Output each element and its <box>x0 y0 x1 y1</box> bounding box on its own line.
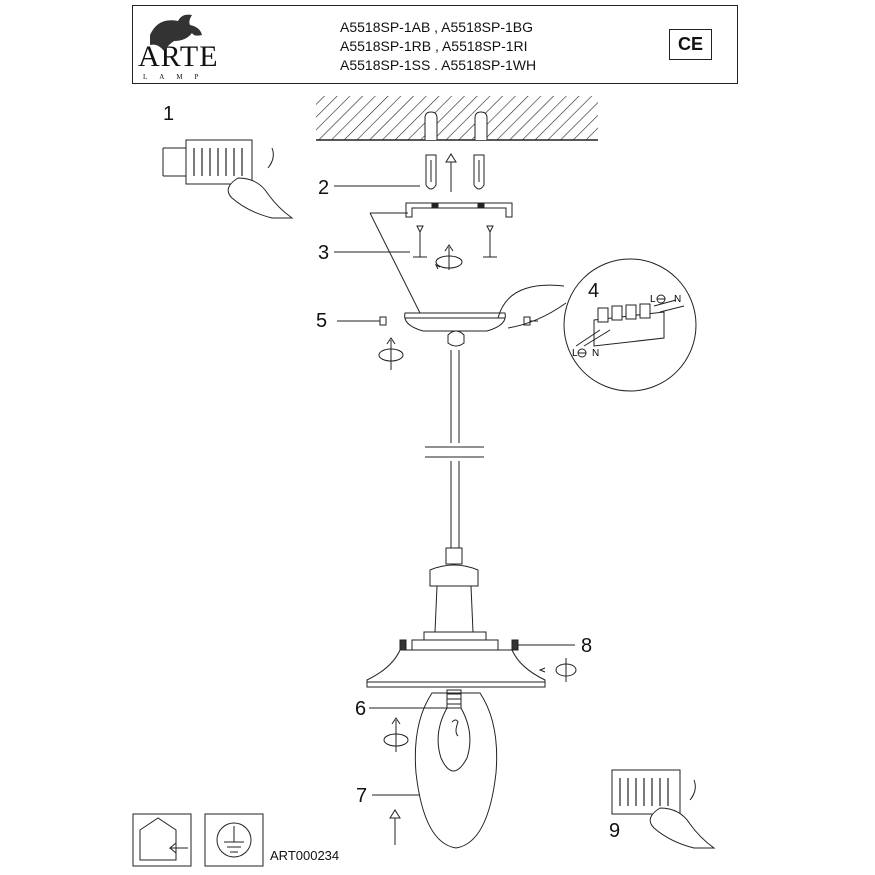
leader-lines <box>334 185 447 796</box>
header-frame <box>132 5 738 84</box>
model-list: A5518SP-1AB , A5518SP-1BG A5518SP-1RB , … <box>340 18 536 75</box>
step-number: 2 <box>318 177 330 199</box>
wall-plug-icon <box>425 154 485 190</box>
up-arrow-icon <box>445 153 457 192</box>
light-bulb-icon <box>437 689 471 772</box>
indoor-use-icon <box>132 813 192 867</box>
rotate-arrow-icon <box>383 717 409 752</box>
lamp-holder-icon <box>411 547 499 651</box>
step-number: 1 <box>163 103 175 125</box>
step-number: 9 <box>609 820 621 842</box>
terminal-label-l: L <box>572 348 578 359</box>
rotate-arrow-icon <box>434 244 463 270</box>
up-arrow-icon <box>389 809 401 845</box>
model-line: A5518SP-1AB , A5518SP-1BG <box>340 19 534 35</box>
step-number: 3 <box>318 242 330 264</box>
article-code: ART000234 <box>270 848 340 863</box>
brand-logo-subtext: LAMP <box>143 73 211 81</box>
ground-class-icon <box>204 813 264 867</box>
rotate-arrow-icon <box>538 658 577 682</box>
wiring-terminal-hand-icon <box>162 139 294 219</box>
suspension-cable <box>425 350 484 548</box>
model-line: A5518SP-1RB , A5518SP-1RI <box>340 38 528 54</box>
brand-logo-text: ARTE <box>138 40 219 73</box>
wiring-terminal-hand-icon <box>611 769 716 849</box>
terminal-label-n: N <box>592 348 599 359</box>
glass-diffuser-icon <box>414 692 498 849</box>
terminal-detail-callout <box>497 258 697 392</box>
step-number: 8 <box>581 635 593 657</box>
lion-logo-icon <box>150 14 202 52</box>
rotate-arrow-icon <box>378 337 404 370</box>
step-number: 7 <box>356 785 368 807</box>
screw-icon <box>413 225 497 258</box>
ce-mark: CE <box>669 29 712 60</box>
ground-symbol-icon <box>577 294 666 358</box>
model-line: A5518SP-1SS . A5518SP-1WH <box>340 57 537 73</box>
terminal-label-n: N <box>674 294 681 305</box>
ceiling-icon <box>316 96 598 141</box>
canopy-icon <box>404 312 506 347</box>
mounting-bracket-icon <box>405 202 513 218</box>
step-number: 6 <box>355 698 367 720</box>
step-number: 5 <box>316 310 328 332</box>
terminal-block-icon <box>575 299 685 347</box>
lamp-shade-icon <box>366 649 546 688</box>
terminal-label-l: L <box>650 294 656 305</box>
step-number: 4 <box>588 280 600 302</box>
canopy-screw-icon <box>367 316 538 326</box>
